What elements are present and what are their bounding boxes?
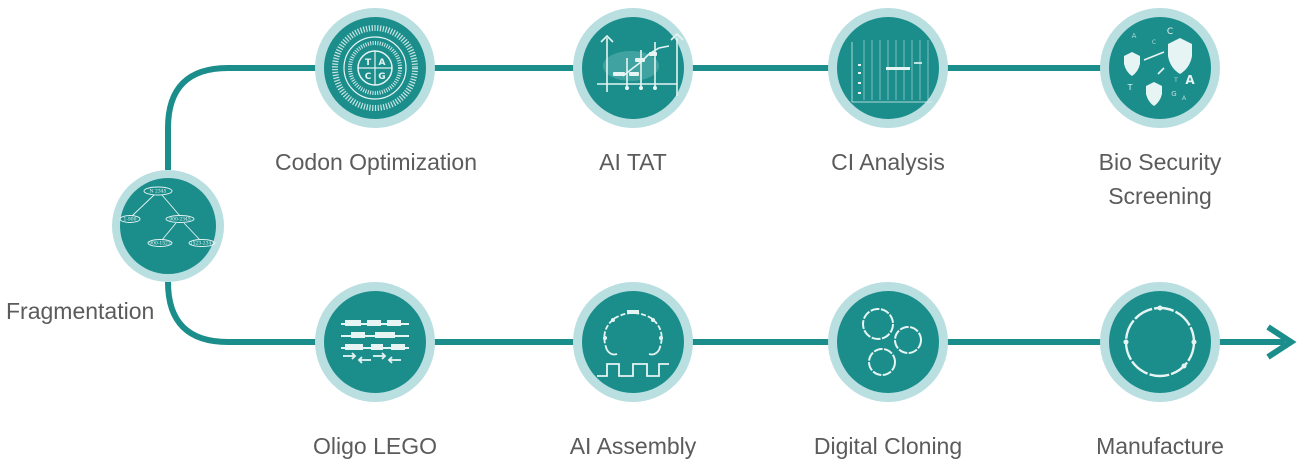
codon-optimization-label: Codon Optimization — [275, 149, 477, 175]
dna-letter-6: T — [1173, 77, 1178, 84]
bio-security-label-line1: Bio Security — [1098, 149, 1222, 175]
ai-tat-node — [573, 8, 693, 128]
digital-cloning-label: Digital Cloning — [813, 433, 963, 459]
dna-letter-4: T — [1127, 83, 1133, 92]
ci-analysis-label: CI Analysis — [831, 149, 945, 175]
codon-optimization-node: T A C G — [315, 8, 435, 128]
bio-security-node: A C A T G T A C — [1100, 8, 1220, 128]
assembly-icon — [597, 312, 669, 377]
ai-assembly-node — [573, 282, 693, 402]
codon-letter-g: G — [378, 72, 385, 82]
codon-letter-c: C — [365, 72, 372, 82]
dna-letter-2: C — [1167, 27, 1173, 37]
ci-analysis-node — [828, 8, 948, 128]
oligo-lego-node — [315, 282, 435, 402]
plasmid-circles-icon — [862, 308, 922, 376]
fragmentation-label: Fragmentation — [6, 298, 155, 324]
shield-icon — [1124, 38, 1192, 106]
codon-wheel-icon — [332, 25, 418, 111]
dna-letter-7: A — [1182, 95, 1187, 102]
ai-tat-label: AI TAT — [599, 149, 667, 175]
tree-node-leaf-2: 1523-2345 — [190, 241, 215, 247]
oligo-blocks-icon — [341, 320, 409, 350]
dna-letter-8: C — [1152, 39, 1156, 46]
ci-analysis-icon — [851, 40, 932, 103]
digital-cloning-node — [828, 282, 948, 402]
dna-letter-3: A — [1185, 73, 1195, 87]
manufacture-node — [1100, 282, 1220, 402]
tree-node-root: N 2345 — [150, 189, 167, 195]
arrow-head-icon — [1266, 324, 1297, 360]
bio-security-label-line2: Screening — [1108, 183, 1212, 209]
codon-letter-a: A — [379, 58, 386, 68]
codon-letter-t: T — [365, 58, 372, 68]
manufacture-label: Manufacture — [1096, 433, 1224, 459]
dna-letter-1: A — [1132, 32, 1137, 40]
tree-node-right: 900-2345 — [169, 217, 191, 223]
tree-icon — [119, 186, 216, 247]
pipeline-connector — [165, 65, 1160, 170]
tree-node-left: 1-900 — [124, 217, 137, 223]
fragmentation-node: N 2345 1-900 900-2345 900-1523 1523-2345 — [112, 170, 224, 282]
oligo-lego-label: Oligo LEGO — [313, 433, 437, 459]
dna-letter-5: G — [1171, 90, 1176, 98]
pipeline-connector-lower — [165, 281, 1285, 345]
tree-node-leaf-1: 900-1523 — [149, 241, 171, 247]
ai-assembly-label: AI Assembly — [569, 433, 697, 459]
